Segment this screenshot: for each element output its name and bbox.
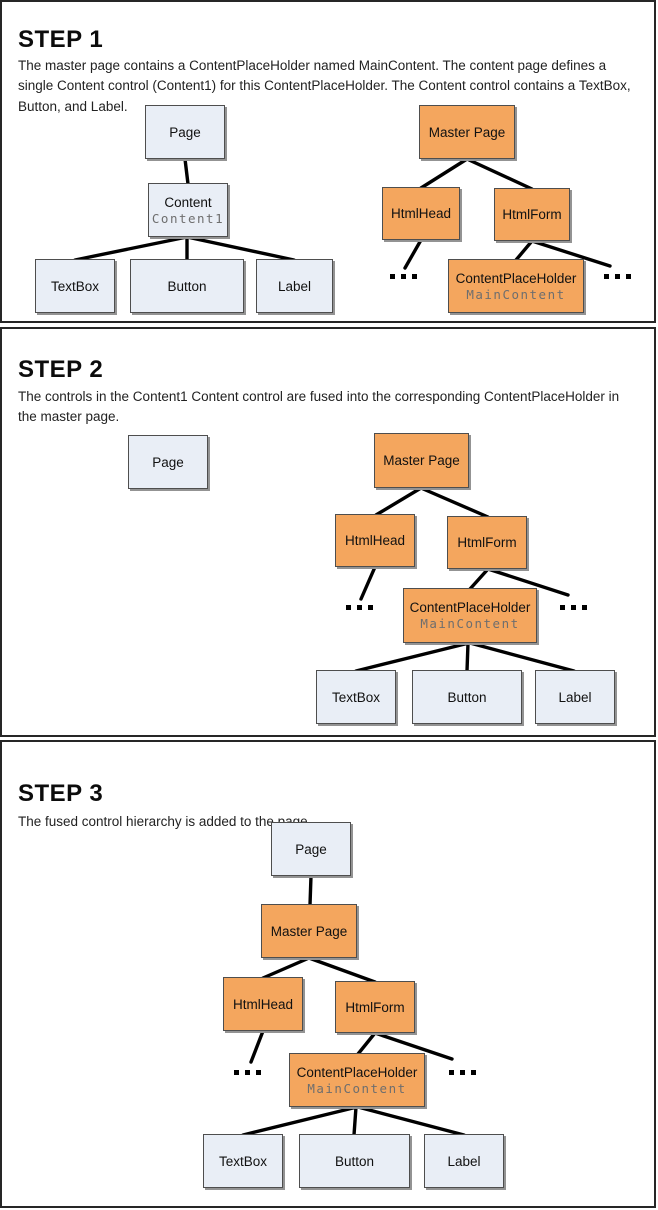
node-label: HtmlHead — [232, 996, 294, 1012]
node-label: ContentPlaceHolder — [455, 270, 577, 286]
node-contentplaceholder: ContentPlaceHolder MainContent — [289, 1053, 425, 1107]
node-label: Label — [277, 278, 312, 294]
node-master-page: Master Page — [419, 105, 515, 159]
node-label: Master Page — [383, 453, 460, 468]
node-master-page: Master Page — [374, 433, 469, 488]
node-htmlform: HtmlForm — [335, 981, 415, 1033]
node-label: Label — [447, 1153, 481, 1169]
node-button: Button — [130, 259, 244, 313]
node-button: Button — [299, 1134, 410, 1188]
ellipsis — [604, 274, 631, 279]
step-1-title: STEP 1 — [18, 26, 104, 54]
node-label: Button — [447, 689, 487, 705]
node-label-control: Label — [424, 1134, 504, 1188]
step-1-panel: STEP 1 The master page contains a Conten… — [0, 0, 656, 323]
node-label: Master Page — [270, 923, 348, 939]
node-content: Content Content1 — [148, 183, 228, 237]
node-contentplaceholder: ContentPlaceHolder MainContent — [403, 588, 537, 643]
step-3-content: STEP 3 The fused control hierarchy is ad… — [2, 742, 654, 1206]
node-label: HtmlForm — [457, 535, 517, 550]
ellipsis — [346, 605, 373, 610]
step-1-description: The master page contains a ContentPlaceH… — [18, 57, 631, 115]
node-page: Page — [145, 105, 225, 159]
step-2-title: STEP 2 — [18, 356, 104, 384]
node-id-label: MainContent — [466, 286, 566, 302]
step-2-content: STEP 2 The controls in the Content1 Cont… — [2, 329, 654, 735]
node-label: HtmlForm — [345, 999, 405, 1015]
step-3-description: The fused control hierarchy is added to … — [18, 813, 312, 829]
node-label: HtmlHead — [390, 206, 452, 221]
node-textbox: TextBox — [316, 670, 396, 724]
step-2-description: The controls in the Content1 Content con… — [18, 388, 620, 425]
node-label: ContentPlaceHolder — [296, 1064, 418, 1080]
node-id-label: MainContent — [307, 1080, 407, 1096]
node-label: Button — [334, 1153, 375, 1169]
node-id-label: MainContent — [420, 616, 520, 631]
node-htmlhead: HtmlHead — [335, 514, 415, 567]
node-label: TextBox — [218, 1153, 268, 1169]
ellipsis — [234, 1070, 261, 1075]
ellipsis — [449, 1070, 476, 1075]
ellipsis — [560, 605, 587, 610]
step-2-panel: STEP 2 The controls in the Content1 Cont… — [0, 327, 656, 737]
node-label: Master Page — [428, 124, 506, 140]
node-label: HtmlForm — [502, 207, 562, 222]
node-textbox: TextBox — [35, 259, 115, 313]
node-page: Page — [128, 435, 208, 489]
node-label: Page — [152, 454, 184, 470]
node-label: TextBox — [331, 689, 381, 705]
node-htmlform: HtmlForm — [447, 516, 527, 569]
node-htmlform: HtmlForm — [494, 188, 570, 241]
step-3-title: STEP 3 — [18, 780, 104, 808]
node-page: Page — [271, 822, 351, 876]
ellipsis — [390, 274, 417, 279]
node-button: Button — [412, 670, 522, 724]
node-htmlhead: HtmlHead — [223, 977, 303, 1031]
node-label-control: Label — [535, 670, 615, 724]
node-label-control: Label — [256, 259, 333, 313]
node-label: Label — [558, 689, 592, 705]
step-3-panel: STEP 3 The fused control hierarchy is ad… — [0, 740, 656, 1208]
node-label: Page — [295, 841, 327, 857]
node-htmlhead: HtmlHead — [382, 187, 460, 240]
node-master-page: Master Page — [261, 904, 357, 958]
node-contentplaceholder: ContentPlaceHolder MainContent — [448, 259, 584, 313]
node-label: TextBox — [50, 278, 100, 294]
node-label: ContentPlaceHolder — [409, 600, 531, 615]
node-textbox: TextBox — [203, 1134, 283, 1188]
node-label: Content — [164, 194, 212, 210]
node-label: Button — [167, 278, 207, 294]
node-id-label: Content1 — [151, 210, 225, 226]
node-label: Page — [169, 124, 201, 140]
node-label: HtmlHead — [344, 533, 406, 548]
step-1-content: STEP 1 The master page contains a Conten… — [2, 2, 654, 321]
